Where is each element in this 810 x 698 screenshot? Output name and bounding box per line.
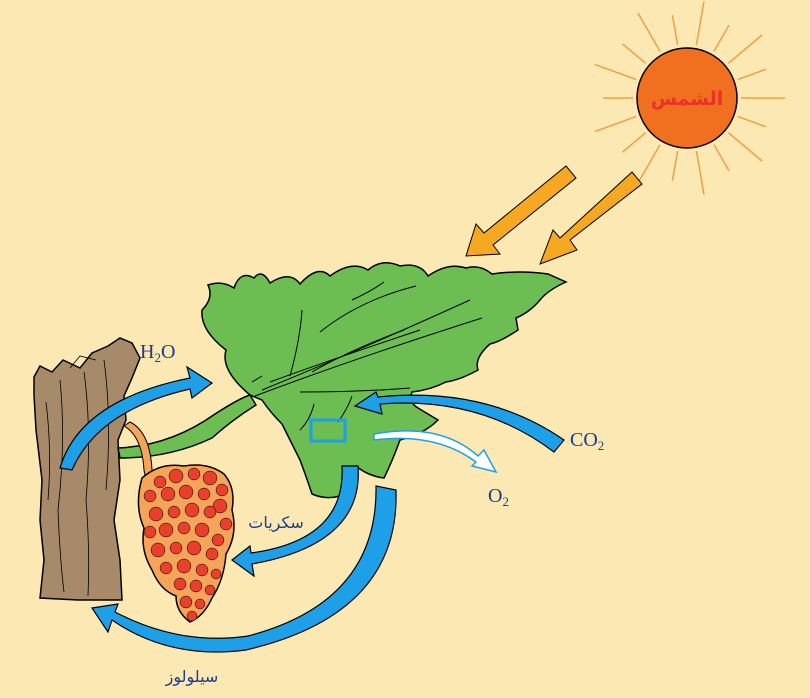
grape-berry xyxy=(151,543,165,557)
grape-berry xyxy=(203,471,217,485)
grape-berry xyxy=(195,599,205,609)
sun-ray xyxy=(638,145,660,183)
grape-berry xyxy=(177,559,191,573)
cellulose-label: سيلولوز xyxy=(165,667,219,687)
sun-ray xyxy=(595,64,636,79)
sun-ray xyxy=(595,116,636,131)
grape-berry xyxy=(178,522,190,534)
grape-berry xyxy=(212,534,224,546)
grape-berry xyxy=(170,542,182,554)
sunlight-arrows xyxy=(466,166,642,264)
grape-bunch xyxy=(138,465,234,622)
grape-berry xyxy=(169,469,183,483)
sugars-label: سكريات xyxy=(248,513,303,533)
grape-berry xyxy=(198,488,210,500)
grape-berry xyxy=(159,523,173,537)
sun-ray xyxy=(672,151,677,181)
grape-berry xyxy=(161,487,175,501)
leaf xyxy=(202,263,566,498)
sun-ray xyxy=(738,69,766,79)
grape-berry xyxy=(190,580,202,592)
sun: الشمس xyxy=(595,1,785,194)
grape-berry xyxy=(180,596,192,608)
grape-berry xyxy=(179,485,193,499)
sun-ray xyxy=(696,151,704,194)
grape-berry xyxy=(154,476,166,488)
sun-ray xyxy=(738,116,766,126)
grape-berry xyxy=(188,468,200,480)
grape-berry xyxy=(144,490,156,502)
grape-berry xyxy=(204,506,216,518)
grape-berry xyxy=(211,569,221,579)
grape-berry xyxy=(160,562,172,574)
grape-berry xyxy=(220,518,232,530)
sun-ray xyxy=(672,15,677,45)
sun-ray xyxy=(728,133,762,161)
grape-berry xyxy=(216,484,228,496)
sun-ray xyxy=(714,145,729,171)
sun-ray xyxy=(623,44,646,63)
co2-label: CO2 xyxy=(570,429,604,453)
grape-berry xyxy=(144,526,156,538)
sun-ray xyxy=(714,25,729,51)
sun-label: الشمس xyxy=(651,88,724,110)
grape-berry xyxy=(185,503,199,517)
grape-berry xyxy=(196,564,208,576)
grape-berry xyxy=(206,548,218,560)
grape-berry xyxy=(187,611,197,621)
sun-ray xyxy=(638,13,660,51)
grape-berry xyxy=(187,541,201,555)
sun-ray xyxy=(696,1,704,44)
grape-berry xyxy=(195,523,209,537)
grape-berry xyxy=(149,507,163,521)
grape-berry xyxy=(174,578,186,590)
sun-ray xyxy=(623,133,646,152)
water-label: H2O xyxy=(140,341,175,365)
grape-berry xyxy=(168,506,180,518)
sun-ray xyxy=(728,35,762,63)
grape-berry xyxy=(205,585,215,595)
o2-label: O2 xyxy=(488,485,509,509)
